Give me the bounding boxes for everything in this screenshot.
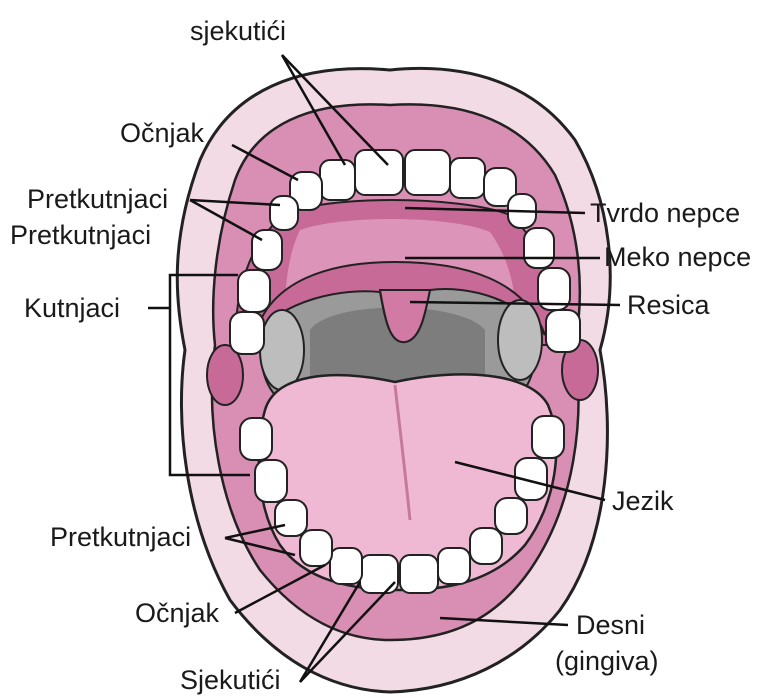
- label-gingiva: (gingiva): [555, 646, 659, 676]
- label-ocnjak-top: Očnjak: [120, 118, 204, 148]
- label-tvrdo-nepce: Tvrdo nepce: [590, 198, 740, 228]
- label-pretkutnjaci-top-1: Pretkutnjaci: [27, 184, 168, 214]
- label-desni: Desni: [576, 610, 645, 640]
- tonsil-left: [260, 310, 304, 390]
- tonsil-right: [498, 300, 542, 380]
- label-pretkutnjaci-bottom: Pretkutnjaci: [50, 522, 191, 552]
- label-sjekutici-bottom: Sjekutići: [180, 665, 281, 695]
- label-meko-nepce: Meko nepce: [604, 242, 751, 272]
- label-sjekutici-top: sjekutići: [190, 16, 286, 46]
- label-resica: Resica: [627, 290, 710, 320]
- label-jezik: Jezik: [612, 486, 674, 516]
- label-kutnjaci: Kutnjaci: [24, 293, 120, 323]
- label-pretkutnjaci-top-2: Pretkutnjaci: [10, 220, 151, 250]
- label-ocnjak-bottom: Očnjak: [135, 598, 219, 628]
